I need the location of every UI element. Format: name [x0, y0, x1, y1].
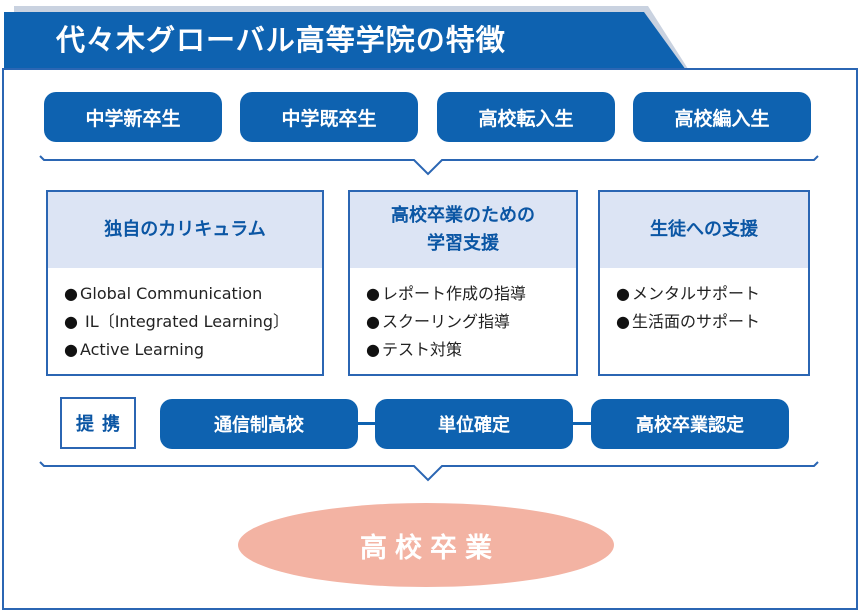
feature-heading-line-2: 学習支援 [427, 233, 499, 254]
feature-heading-text: 生徒への支援 [650, 219, 758, 240]
feature-heading-text: 独自のカリキュラム [104, 219, 266, 240]
goal-oval: 高校卒業 [238, 503, 614, 587]
feature-list-study-support: レポート作成の指導 スクーリング指導 テスト対策 [366, 280, 568, 364]
feature-item: IL〔Integrated Learning〕 [64, 308, 314, 336]
partnership-step-graduation-certification: 高校卒業認定 [591, 399, 789, 449]
partnership-step-credit-confirmation: 単位確定 [375, 399, 573, 449]
partnership-step-correspondence-school: 通信制高校 [160, 399, 358, 449]
feature-item: スクーリング指導 [366, 308, 568, 336]
feature-item: メンタルサポート [616, 280, 800, 308]
goal-label: 高校卒業 [360, 532, 500, 564]
feature-heading-curriculum: 独自のカリキュラム [48, 192, 322, 268]
entry-type-new-graduate: 中学新卒生 [44, 92, 222, 142]
entry-type-transfer: 高校転入生 [437, 92, 615, 142]
feature-list-curriculum: Global Communication IL〔Integrated Learn… [64, 280, 314, 364]
title-banner-fill [4, 12, 686, 70]
entry-type-readmission: 高校編入生 [633, 92, 811, 142]
feature-box-study-support: 高校卒業のための 学習支援 レポート作成の指導 スクーリング指導 テスト対策 [348, 190, 578, 376]
page-title: 代々木グローバル高等学院の特徴 [56, 23, 506, 57]
feature-box-student-support: 生徒への支援 メンタルサポート 生活面のサポート [598, 190, 810, 376]
feature-heading-student-support: 生徒への支援 [600, 192, 808, 268]
partnership-label: 提携 [60, 397, 136, 449]
title-band: 代々木グローバル高等学院の特徴 [0, 0, 860, 80]
feature-heading-line-1: 高校卒業のための [391, 205, 535, 226]
feature-box-curriculum: 独自のカリキュラム Global Communication IL〔Integr… [46, 190, 324, 376]
entry-type-past-graduate: 中学既卒生 [240, 92, 418, 142]
feature-item: テスト対策 [366, 336, 568, 364]
feature-item: 生活面のサポート [616, 308, 800, 336]
feature-list-student-support: メンタルサポート 生活面のサポート [616, 280, 800, 336]
feature-heading-study-support: 高校卒業のための 学習支援 [350, 192, 576, 268]
feature-item: Active Learning [64, 336, 314, 364]
title-banner-shape [4, 6, 690, 72]
feature-item: Global Communication [64, 280, 314, 308]
feature-item: レポート作成の指導 [366, 280, 568, 308]
